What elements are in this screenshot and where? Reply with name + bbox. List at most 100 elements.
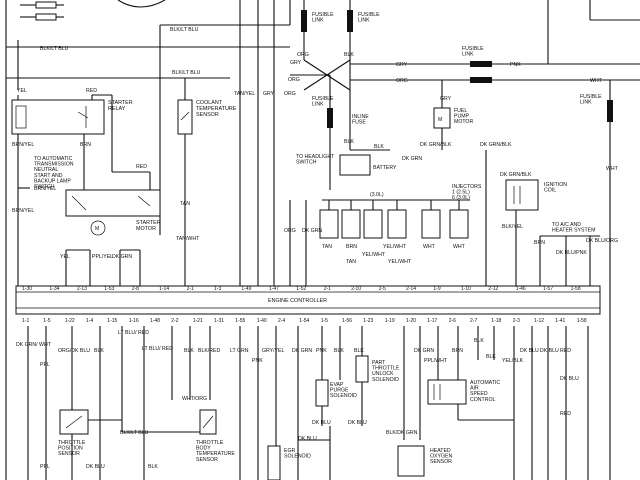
svg-text:PPL: PPL	[40, 362, 50, 368]
wire-label: BLK/LT BLU	[170, 27, 199, 33]
wire-label: GRY	[263, 91, 275, 97]
svg-text:BLK: BLK	[344, 52, 354, 58]
controller-top-pin: 1-34	[49, 286, 59, 292]
svg-text:DK GRN/BLK: DK GRN/BLK	[480, 142, 512, 148]
wire-label: BRN	[80, 142, 91, 148]
controller-title: ENGINE CONTROLLER	[268, 298, 327, 304]
controller-top-pin: 1-9	[433, 286, 440, 292]
controller-bottom-pin: 1-54	[299, 318, 309, 324]
controller-top-pin: 1-47	[269, 286, 279, 292]
svg-text:BLK: BLK	[474, 338, 484, 344]
controller-top-pin: 2-13	[77, 286, 87, 292]
controller-bottom-pin: 2-2	[171, 318, 178, 324]
svg-text:BRN: BRN	[534, 240, 545, 246]
svg-text:DK GRN: DK GRN	[112, 254, 132, 260]
svg-text:RED: RED	[560, 411, 571, 417]
wire-label: BRN/YEL	[12, 142, 34, 148]
controller-top-pin: 2-10	[351, 286, 361, 292]
svg-text:ORG: ORG	[288, 77, 300, 83]
controller-bottom-pin: 1-48	[150, 318, 160, 324]
controller-top-pin: 2-12	[488, 286, 498, 292]
svg-text:DK BLU: DK BLU	[520, 348, 539, 354]
controller-top-pin: 1-53	[104, 286, 114, 292]
controller-bottom-pin: 1-18	[491, 318, 501, 324]
svg-text:YEL/BLK: YEL/BLK	[502, 358, 524, 364]
svg-text:WHT: WHT	[590, 78, 603, 84]
wire-label: TAN/WHT	[176, 236, 200, 242]
svg-text:DK BLU/PNK: DK BLU/PNK	[556, 250, 587, 256]
svg-text:YEL/WHT: YEL/WHT	[388, 259, 412, 265]
svg-text:PPL: PPL	[40, 464, 50, 470]
controller-bottom-pin: 1-17	[427, 318, 437, 324]
wire-label: BRN/YEL	[34, 186, 56, 192]
svg-text:WHT: WHT	[606, 166, 619, 172]
svg-text:BLK: BLK	[334, 348, 344, 354]
svg-text:DK BLU: DK BLU	[540, 348, 559, 354]
svg-text:LT BLU/ RED: LT BLU/ RED	[142, 346, 173, 352]
svg-text:BLK/DK GRN: BLK/DK GRN	[386, 430, 418, 436]
controller-top-pin: 1-46	[516, 286, 526, 292]
svg-text:DK BLU/ORG: DK BLU/ORG	[586, 238, 618, 244]
svg-text:DK GRN/BLK: DK GRN/BLK	[500, 172, 532, 178]
svg-text:BLK: BLK	[148, 464, 158, 470]
svg-text:DK BLU: DK BLU	[348, 420, 367, 426]
svg-text:BLK/YEL: BLK/YEL	[502, 224, 523, 230]
svg-text:TAN: TAN	[322, 244, 332, 250]
engine-controller: ENGINE CONTROLLER	[15, 285, 601, 315]
svg-text:BATTERY: BATTERY	[373, 165, 397, 171]
controller-bottom-pin: 1-23	[363, 318, 373, 324]
left-wiring	[5, 0, 291, 480]
controller-top-pin: 1-30	[22, 286, 32, 292]
svg-text:RED: RED	[560, 348, 571, 354]
controller-top-pin: 2-8	[132, 286, 139, 292]
svg-text:LT GRN: LT GRN	[230, 348, 249, 354]
svg-text:DK BLU: DK BLU	[298, 436, 317, 442]
svg-text:WHT/ORG: WHT/ORG	[182, 396, 207, 402]
controller-bottom-pin: 2-3	[513, 318, 520, 324]
controller-top-pin: 2-1	[187, 286, 194, 292]
wire-label: ORG	[284, 91, 296, 97]
svg-text:DK GRN: DK GRN	[402, 156, 422, 162]
svg-text:PNK: PNK	[316, 348, 327, 354]
svg-text:BLK: BLK	[344, 139, 354, 145]
controller-bottom-pin: 1-56	[342, 318, 352, 324]
svg-text:ORG: ORG	[297, 52, 309, 58]
controller-bottom-pin: 1-4	[86, 318, 93, 324]
controller-top-pin: 2-1	[324, 286, 331, 292]
controller-bottom-pin: 1-5	[321, 318, 328, 324]
svg-text:BLK/LT BLU: BLK/LT BLU	[120, 430, 149, 436]
controller-bottom-pin: 1-16	[129, 318, 139, 324]
wire-label: BLK/LT BLU	[172, 70, 201, 76]
wire-label: BRN/YEL	[12, 208, 34, 214]
controller-top-pin: 1-52	[296, 286, 306, 292]
wire-junction: GRY ORG GRY ORG	[288, 59, 470, 91]
svg-text:DK BLU: DK BLU	[312, 420, 331, 426]
controller-bottom-pin: 1-15	[107, 318, 117, 324]
controller-top-pin: 2-5	[379, 286, 386, 292]
svg-text:GRY: GRY	[440, 96, 452, 102]
svg-text:WHT: WHT	[453, 244, 466, 250]
svg-text:BLK/RED: BLK/RED	[198, 348, 220, 354]
